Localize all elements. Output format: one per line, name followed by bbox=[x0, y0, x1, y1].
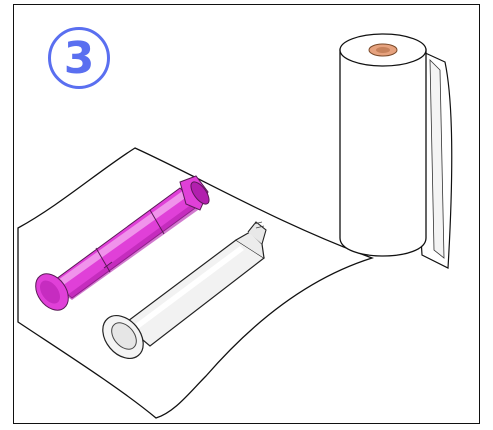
paper-towel-roll-icon bbox=[340, 34, 452, 268]
step-number-badge: 3 bbox=[48, 27, 110, 89]
step-number: 3 bbox=[64, 37, 95, 81]
